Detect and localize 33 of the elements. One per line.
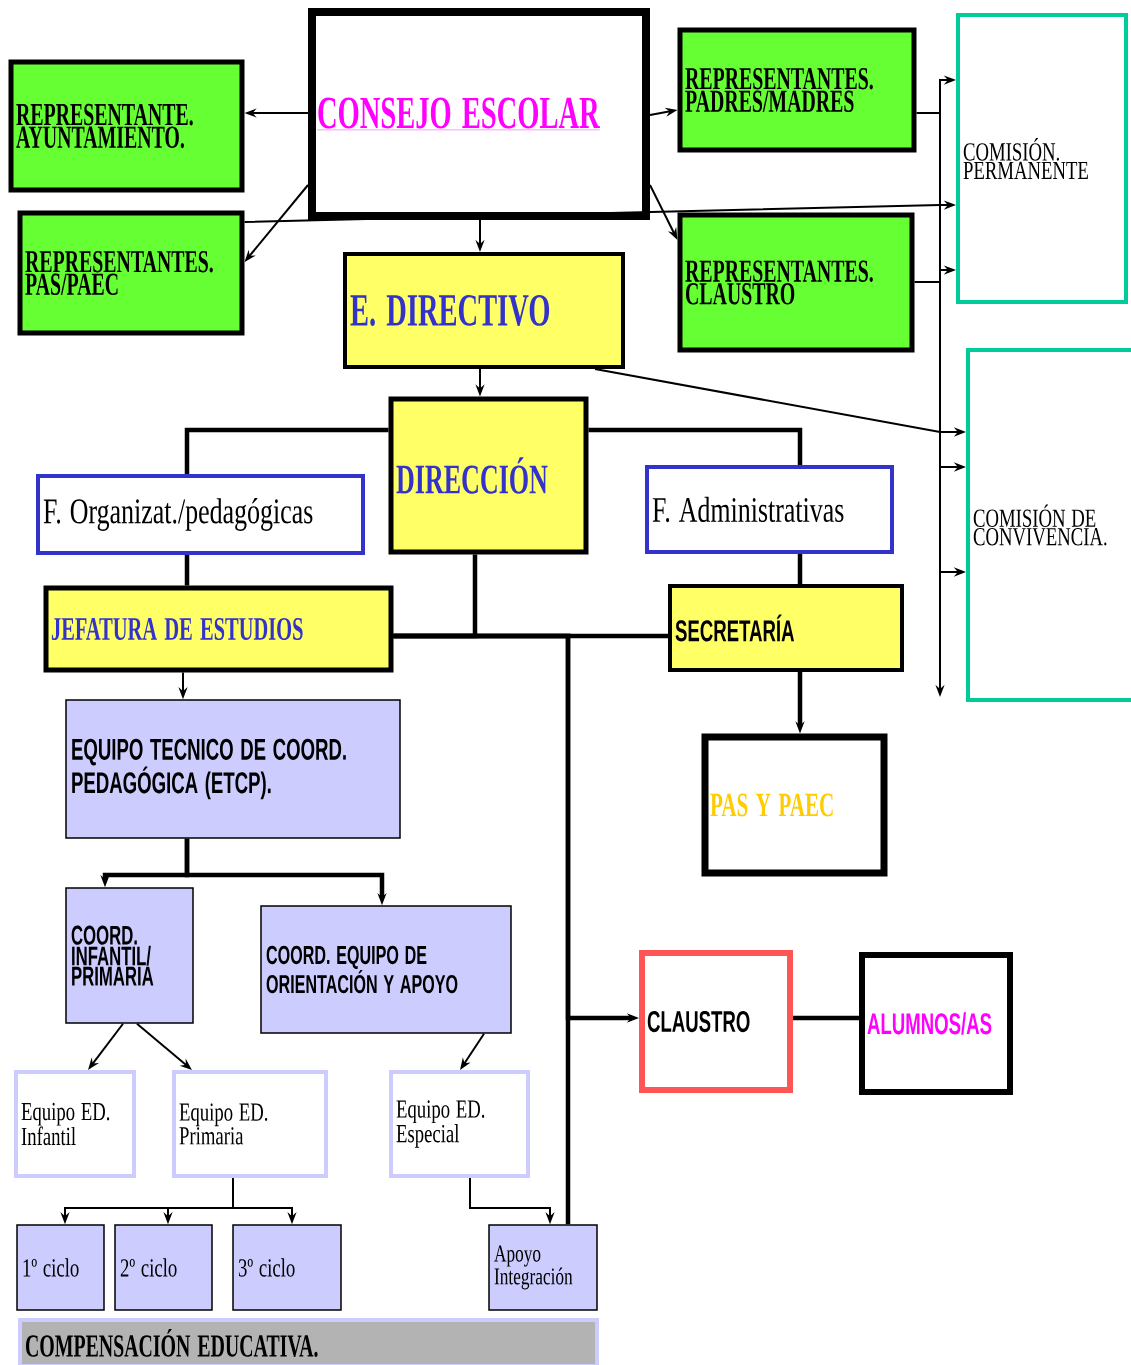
connector-line — [184, 427, 389, 474]
team-box: Equipo ED. Infantil — [14, 1070, 136, 1178]
org-box: SECRETARÍA — [668, 584, 904, 672]
connector-line — [588, 427, 803, 465]
cycle-box: 1º ciclo — [16, 1224, 105, 1311]
org-box: REPRESENTANTES. CLAUSTRO — [677, 212, 915, 353]
team-box: Apoyo Integración — [488, 1224, 598, 1311]
org-box: REPRESENTANTES. PAS/PAEC — [17, 210, 245, 336]
connector-line — [793, 1015, 859, 1021]
team-box: EQUIPO TECNICO DE COORD. PEDAGÓGICA (ETCP). — [65, 699, 401, 839]
council-box: CONSEJO ESCOLAR — [308, 8, 650, 220]
connector-line — [797, 554, 803, 584]
committee-box: COMISIÓN. PERMANENTE — [956, 13, 1128, 304]
org-box: DIRECCIÓN — [388, 396, 589, 555]
cycle-box: 3º ciclo — [232, 1224, 342, 1311]
org-box: REPRESENTANTES. PADRES/MADRES — [677, 27, 917, 153]
team-box: Equipo ED. Primaria — [172, 1070, 328, 1178]
band: COMPENSACIÓN EDUCATIVA. — [18, 1318, 599, 1365]
team-box: COORD. INFANTIL/ PRIMARIA — [65, 887, 194, 1024]
team-box: COORD. EQUIPO DE ORIENTACIÓN Y APOYO — [260, 905, 512, 1034]
connector-line — [184, 555, 190, 586]
org-box: REPRESENTANTE. AYUNTAMIENTO. — [8, 59, 245, 193]
org-box: JEFATURA DE ESTUDIOS — [43, 585, 394, 673]
org-box: ALUMNOS/AS — [859, 952, 1013, 1095]
org-box: E. DIRECTIVO — [343, 252, 625, 369]
connector-line — [393, 633, 571, 1225]
team-box: Equipo ED. Especial — [389, 1070, 530, 1178]
org-box: PAS Y PAEC — [701, 733, 888, 877]
cycle-box: 2º ciclo — [114, 1224, 213, 1311]
committee-box: COMISIÓN DE CONVIVENCIA. — [966, 348, 1131, 702]
function-box: F. Administrativas — [645, 465, 894, 554]
function-box: F. Organizat./pedagógicas — [36, 474, 365, 555]
org-box: CLAUSTRO — [639, 950, 793, 1093]
